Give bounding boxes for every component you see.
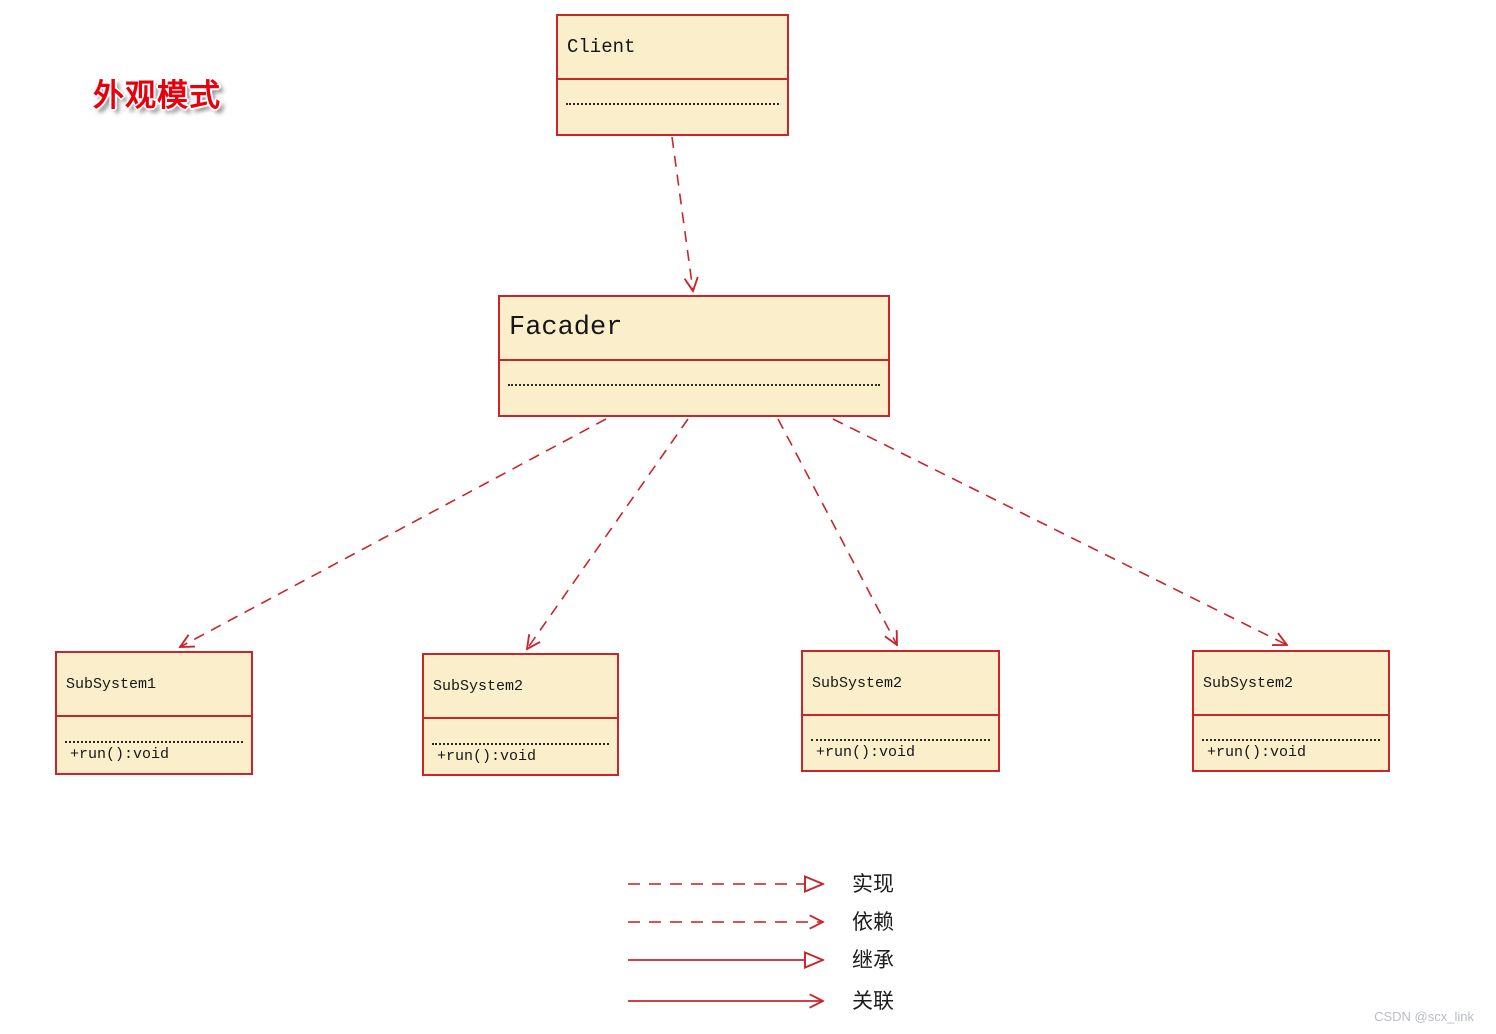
class-method: +run():void [816, 744, 916, 761]
class-box-facade: Facader [498, 295, 890, 417]
class-box-client: Client [556, 14, 789, 136]
solid-open-arrow-icon [628, 991, 839, 1011]
class-name: Facader [500, 297, 888, 361]
class-box-subsystem2-c: SubSystem2 +run():void [1192, 650, 1390, 772]
class-body [500, 361, 888, 415]
attribute-separator [566, 103, 779, 105]
arrow-facade-to-sub2 [527, 418, 689, 649]
class-body [558, 80, 787, 134]
class-name: SubSystem2 [803, 652, 998, 716]
legend-label-realization: 实现 [852, 872, 894, 896]
solid-hollow-triangle-arrow-icon [628, 950, 839, 970]
legend-row-dependency: 依赖 [627, 910, 894, 934]
attribute-separator [811, 739, 990, 741]
attribute-separator [508, 384, 880, 386]
class-name: SubSystem2 [1194, 652, 1388, 716]
class-name: SubSystem1 [57, 653, 251, 717]
class-method: +run():void [437, 747, 537, 765]
class-box-subsystem2-a: SubSystem2 +run():void [422, 653, 619, 776]
legend-label-inheritance: 继承 [852, 948, 894, 972]
class-body: +run():void [1194, 716, 1388, 770]
legend: 实现 依赖 继承 关联 [627, 874, 957, 1024]
attribute-separator [65, 741, 243, 743]
class-body: +run():void [803, 716, 998, 770]
arrow-client-to-facade [671, 136, 693, 291]
arrow-facade-to-sub4 [832, 418, 1287, 645]
legend-row-inheritance: 继承 [627, 948, 894, 972]
attribute-separator [1202, 739, 1380, 741]
dashed-open-arrow-icon [628, 912, 839, 932]
class-name: Client [558, 16, 787, 80]
legend-label-association: 关联 [852, 989, 894, 1013]
legend-label-dependency: 依赖 [852, 910, 894, 934]
dashed-hollow-triangle-arrow-icon [628, 874, 839, 894]
class-body: +run():void [57, 717, 251, 773]
attribute-separator [432, 742, 609, 745]
arrow-facade-to-sub3 [777, 418, 897, 645]
class-method: +run():void [70, 746, 170, 763]
arrow-facade-to-sub1 [180, 418, 607, 647]
class-method: +run():void [1207, 744, 1307, 761]
page-title: 外观模式 [93, 78, 221, 114]
class-name: SubSystem2 [424, 655, 617, 719]
class-box-subsystem2-b: SubSystem2 +run():void [801, 650, 1000, 772]
legend-row-association: 关联 [627, 989, 894, 1013]
class-body: +run():void [424, 719, 617, 774]
class-box-subsystem1: SubSystem1 +run():void [55, 651, 253, 775]
watermark: CSDN @scx_link [1374, 1009, 1474, 1024]
legend-row-realization: 实现 [627, 872, 894, 896]
